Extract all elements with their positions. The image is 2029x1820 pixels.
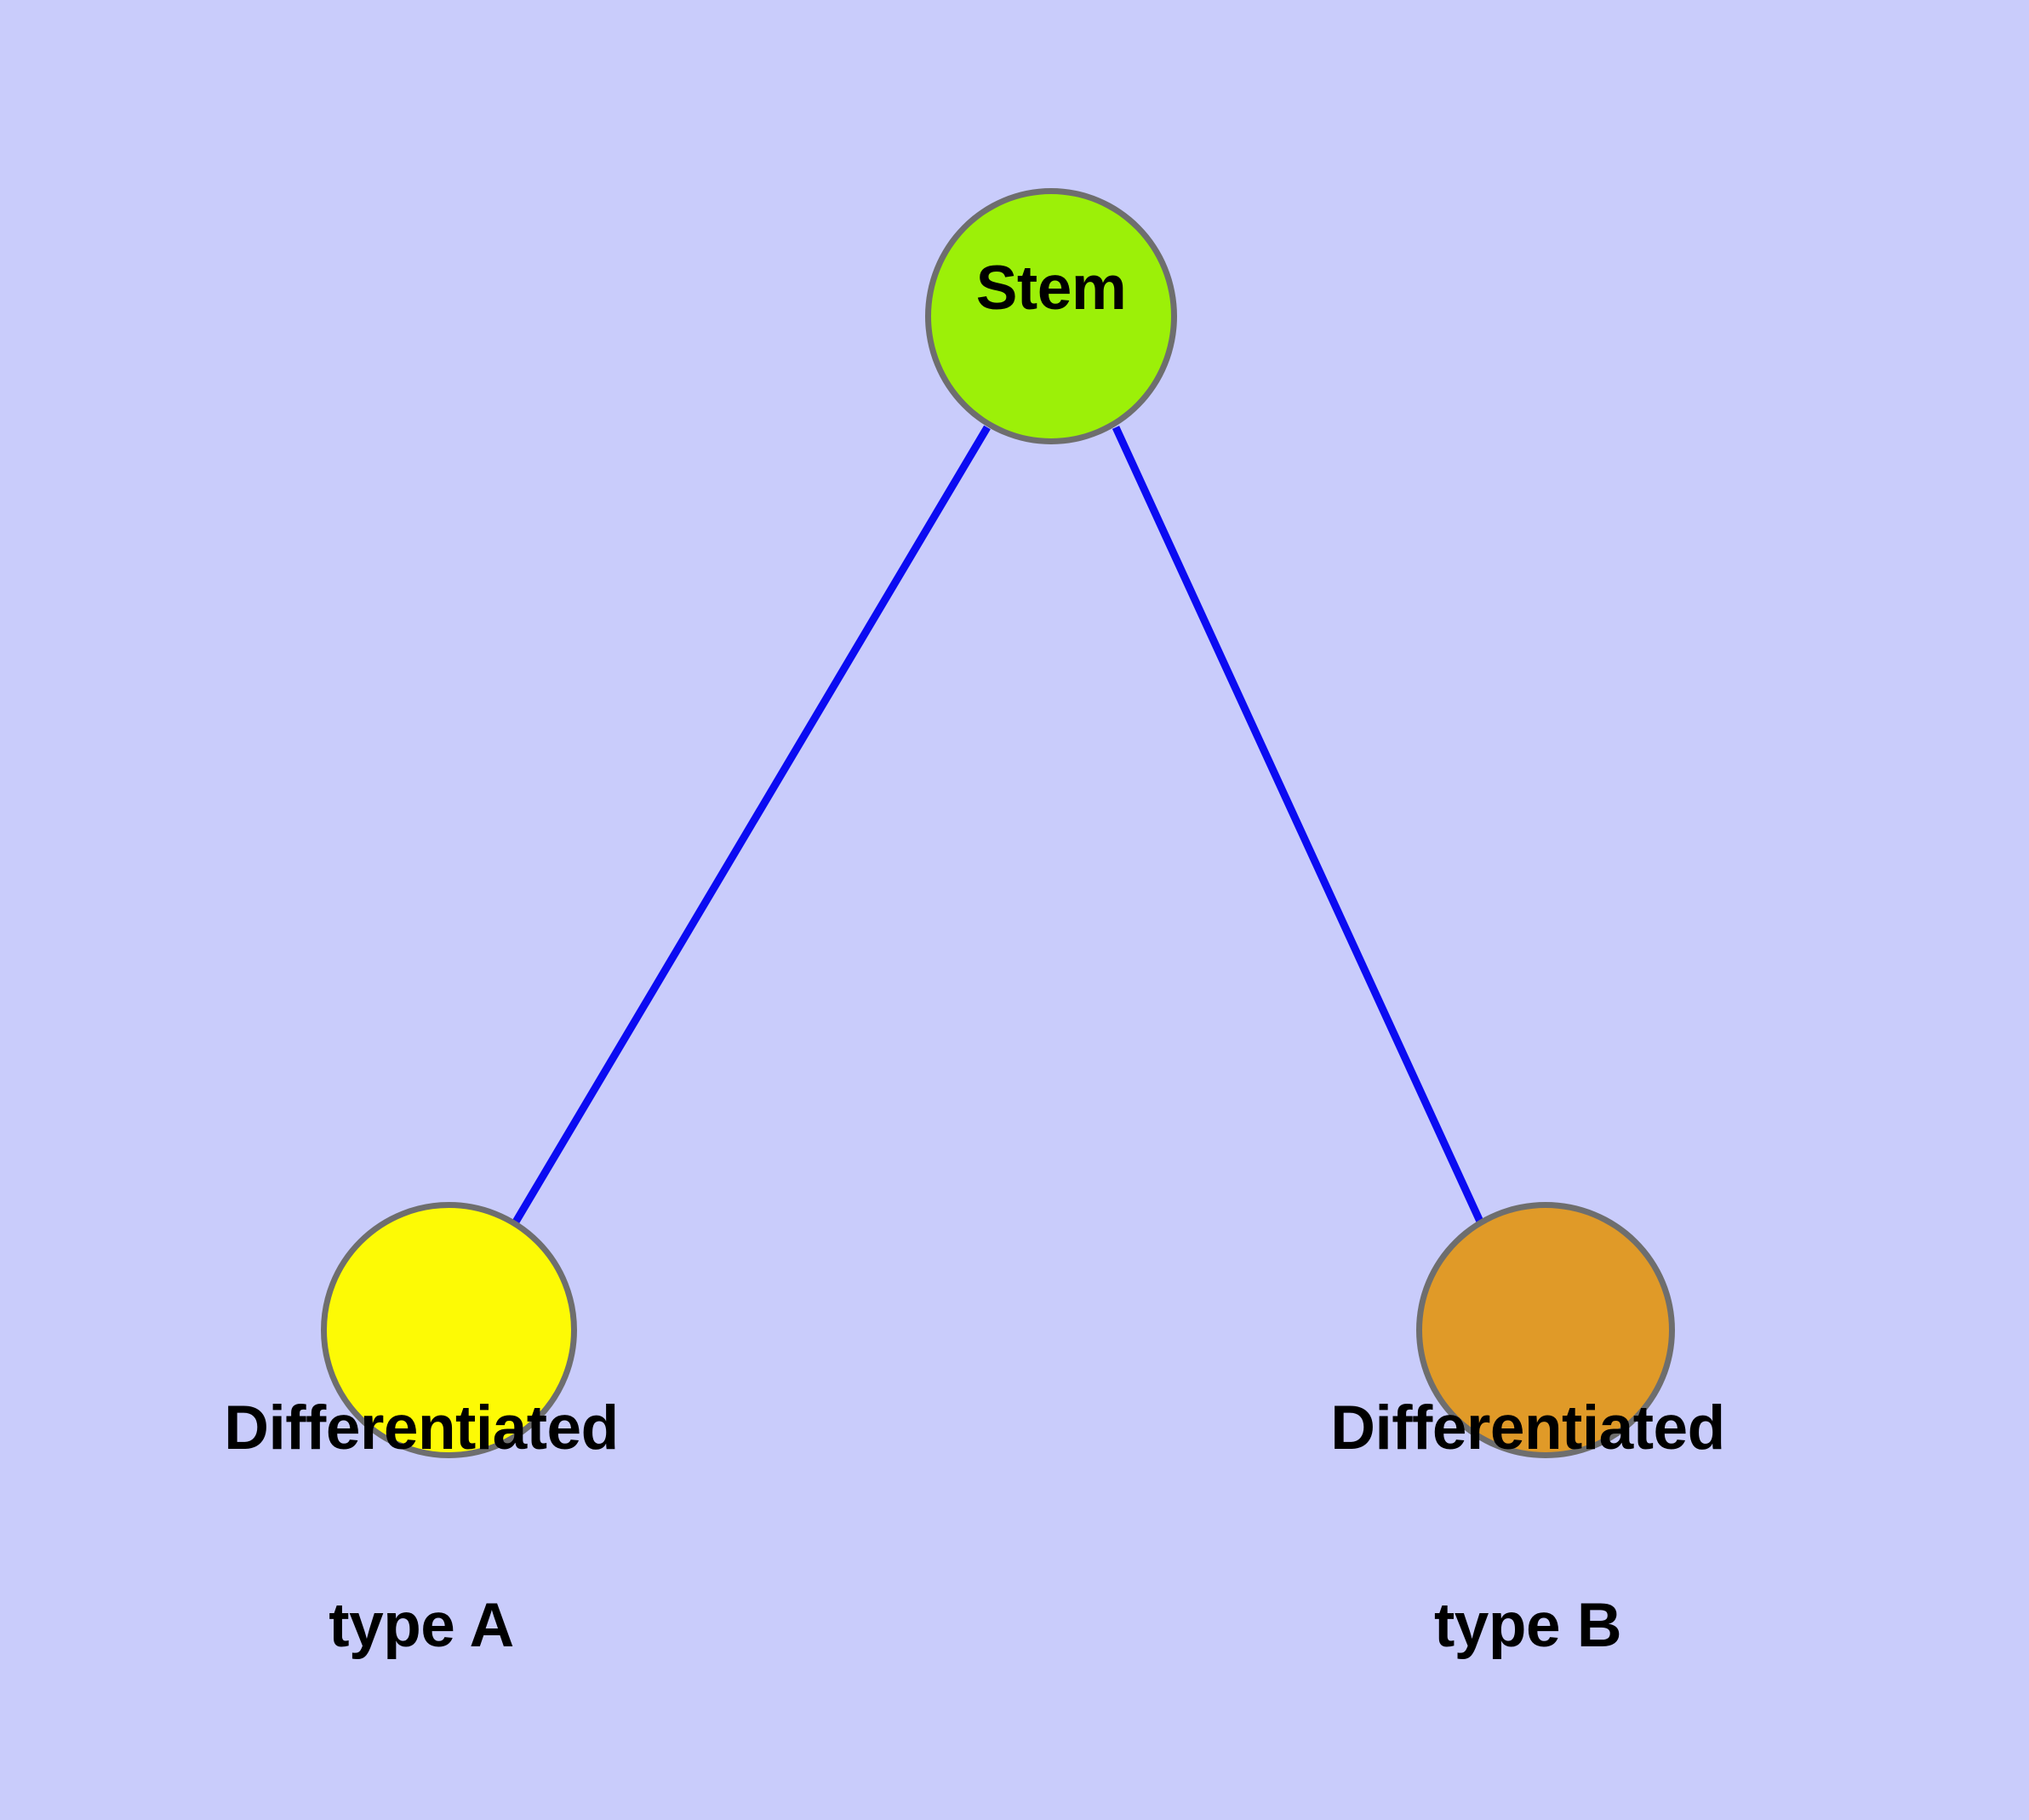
edge-stem-to-diff-a [512,425,991,1226]
node-stem[interactable] [925,188,1177,444]
node-differentiated-type-b[interactable] [1416,1202,1675,1458]
edge-stem-to-diff-b [1112,426,1485,1225]
node-differentiated-type-a[interactable] [321,1202,577,1458]
